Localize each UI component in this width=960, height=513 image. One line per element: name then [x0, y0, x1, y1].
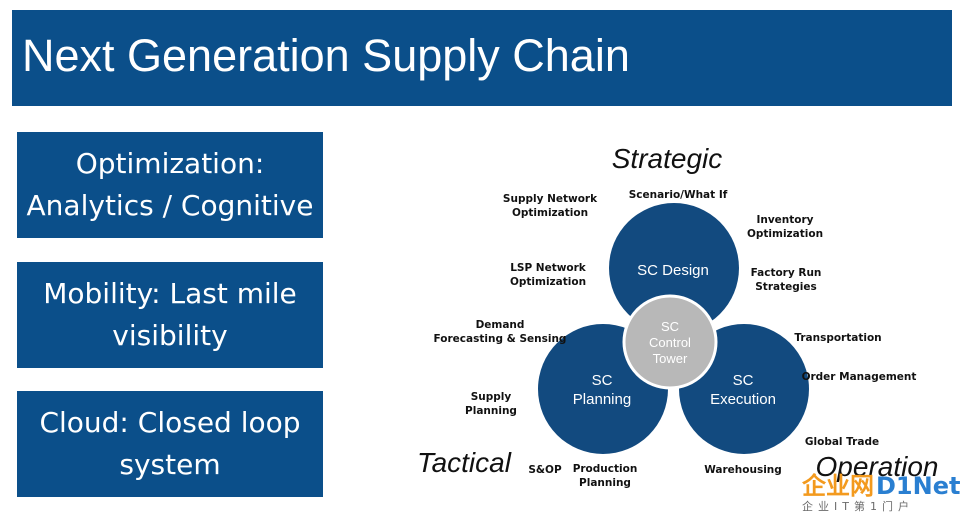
order-management-label: Order Management [802, 371, 917, 383]
cloud-box: Cloud: Closed loop system [17, 391, 323, 497]
strategic-heading: Strategic [612, 143, 723, 174]
operation-heading: Operation [816, 451, 939, 482]
mobility-box: Mobility: Last mile visibility [17, 262, 323, 368]
watermark-right: D1Net [876, 472, 960, 500]
production-planning-label: Planning [579, 477, 631, 489]
watermark-left: 企业网 [802, 472, 874, 500]
sc-execution-label: Execution [710, 391, 776, 408]
supply-network-optimization-label: Supply Network [503, 193, 598, 205]
lsp-network-optimization-label: LSP Network [510, 262, 587, 274]
supply-planning-label: Supply [471, 391, 512, 403]
inventory-optimization-label: Optimization [747, 228, 823, 240]
factory-run-strategies-label: Strategies [755, 281, 816, 293]
transportation-label: Transportation [794, 332, 881, 344]
box-line: system [119, 448, 221, 481]
demand-forecasting-label: Forecasting & Sensing [434, 333, 567, 345]
control-tower-label: SC [661, 319, 679, 334]
title-bar: Next Generation Supply Chain [12, 10, 952, 106]
watermark-sub: 企业IT第1门户 [802, 499, 914, 513]
supply-planning-label: Planning [465, 405, 517, 417]
warehousing-label: Warehousing [704, 464, 782, 476]
global-trade-label: Global Trade [805, 436, 879, 448]
sc-planning-label: Planning [573, 391, 631, 408]
supply-network-optimization-label: Optimization [512, 207, 588, 219]
d1net-watermark: 企业网 D1Net 企业IT第1门户 [802, 472, 960, 513]
box-line: Cloud: Closed loop [39, 406, 301, 439]
production-planning-label: Production [573, 463, 638, 475]
box-line: Optimization: [75, 147, 265, 180]
inventory-optimization-label: Inventory [756, 214, 813, 226]
control-tower-label: Tower [653, 351, 688, 366]
control-tower-label: Control [649, 335, 691, 350]
sop-label: S&OP [528, 464, 562, 476]
scenario-label: Scenario/What If [629, 189, 728, 201]
page-title: Next Generation Supply Chain [22, 30, 630, 81]
optimization-box: Optimization: Analytics / Cognitive [17, 132, 323, 238]
lsp-network-optimization-label: Optimization [510, 276, 586, 288]
sc-design-circle [609, 203, 739, 333]
tactical-heading: Tactical [417, 447, 512, 478]
sc-design-label: SC Design [637, 262, 709, 279]
box-line: Mobility: Last mile [43, 277, 297, 310]
box-line: visibility [112, 319, 228, 352]
demand-forecasting-label: Demand [476, 319, 525, 331]
box-line: Analytics / Cognitive [26, 189, 314, 222]
sc-planning-label: SC [592, 372, 613, 389]
factory-run-strategies-label: Factory Run [751, 267, 822, 279]
sc-execution-label: SC [733, 372, 754, 389]
sc-control-tower-circle [622, 294, 718, 390]
